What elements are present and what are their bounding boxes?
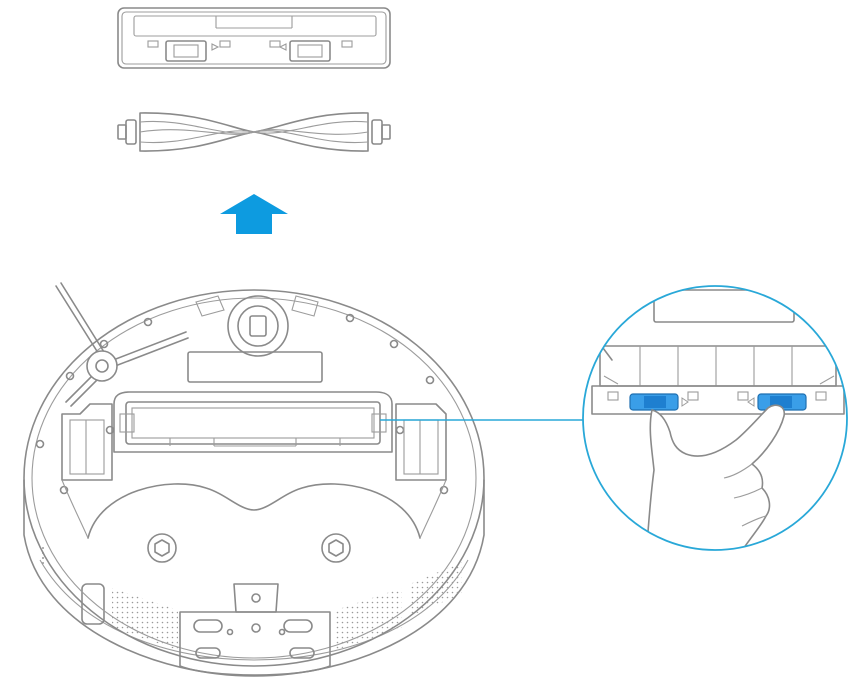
side-brush xyxy=(55,282,189,407)
up-arrow-icon xyxy=(220,194,288,234)
zoom-callout-icon xyxy=(582,285,848,551)
robot-vacuum xyxy=(23,282,485,677)
left-latch xyxy=(629,393,689,411)
roller-brush xyxy=(117,112,391,152)
right-wheel xyxy=(395,403,447,481)
rear-module xyxy=(179,583,331,676)
brush-cover xyxy=(117,7,391,69)
hex-bolt-left xyxy=(147,533,177,563)
left-wheel xyxy=(61,403,113,481)
brush-compartment xyxy=(113,391,393,453)
hex-bolt-right xyxy=(321,533,351,563)
